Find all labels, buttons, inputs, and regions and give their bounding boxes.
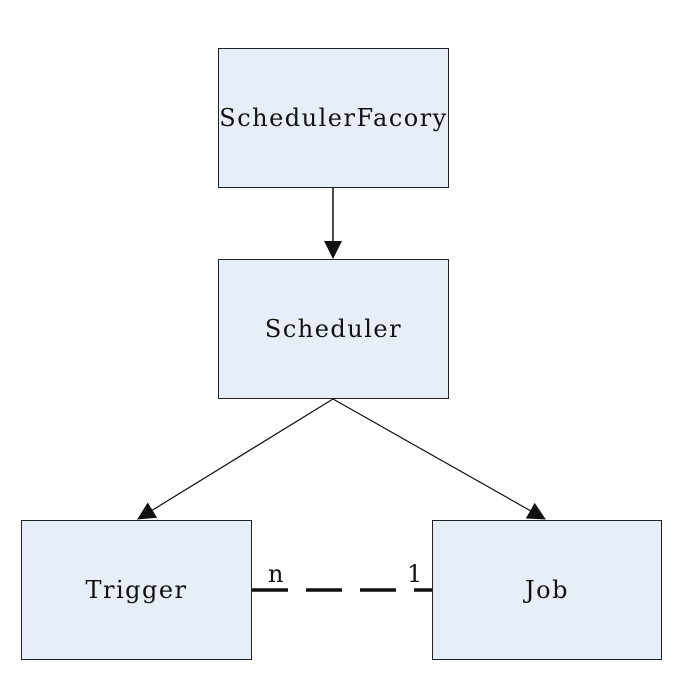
scheduler-factory-box: SchedulerFacory [218,48,449,188]
scheduler-box: Scheduler [218,259,449,399]
multiplicity-job-end: 1 [407,560,423,588]
edge-scheduler-to-trigger [137,398,334,520]
trigger-box: Trigger [21,520,252,660]
multiplicity-trigger-end: n [268,560,284,588]
edge-scheduler-to-job [332,398,546,520]
trigger-label: Trigger [85,576,188,604]
scheduler-factory-label: SchedulerFacory [219,104,448,132]
job-label: Job [525,576,569,604]
scheduler-label: Scheduler [264,315,403,343]
job-box: Job [432,520,662,660]
